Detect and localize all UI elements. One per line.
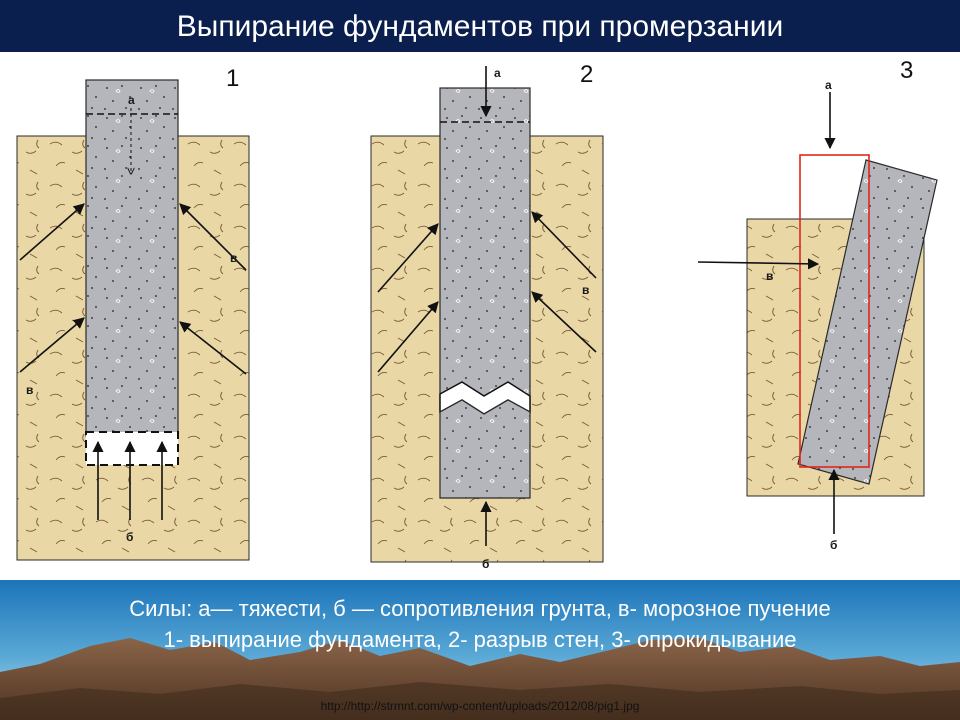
caption-line-1: Силы: а— тяжести, б — сопротивления грун… bbox=[129, 596, 831, 621]
arrow-v-left-top-2 bbox=[377, 223, 439, 293]
foundation-column-2-upper bbox=[439, 87, 531, 411]
label-a-1: а bbox=[128, 93, 135, 107]
panel-number-1: 1 bbox=[226, 65, 239, 92]
arrow-v-left-top-1 bbox=[19, 203, 85, 261]
panel-1: 1 а в в б bbox=[16, 65, 250, 561]
foundation-column-2-lower bbox=[439, 399, 531, 499]
arrow-v-right-bot-2 bbox=[531, 291, 597, 353]
label-a-2: а bbox=[494, 66, 501, 80]
label-v-right-2: в bbox=[582, 283, 589, 297]
title-bar: Выпирание фундаментов при промерзании bbox=[0, 0, 960, 52]
foundation-column-1 bbox=[85, 79, 179, 437]
foundation-diagram: 1 а в в б 2 а в б 3 а в б bbox=[16, 57, 938, 571]
landscape-background bbox=[0, 580, 960, 720]
label-v-right-1: в bbox=[230, 251, 237, 265]
caption-line-2: 1- выпирание фундамента, 2- разрыв стен,… bbox=[163, 627, 797, 652]
panel-2: 2 а в б bbox=[370, 61, 604, 571]
label-v-3: в bbox=[766, 269, 773, 283]
slide-title: Выпирание фундаментов при промерзании bbox=[176, 10, 784, 43]
arrow-v-right-bot-1 bbox=[179, 321, 247, 375]
label-b-2: б bbox=[482, 557, 489, 571]
label-a-3: а bbox=[825, 78, 832, 92]
source-url: http://http://strmnt.com/wp-content/uplo… bbox=[320, 699, 640, 713]
panel-number-2: 2 bbox=[580, 61, 593, 88]
bottom-banner: Силы: а— тяжести, б — сопротивления грун… bbox=[0, 580, 960, 720]
mountain-shadow bbox=[0, 682, 960, 720]
tilted-foundation-3 bbox=[797, 159, 938, 485]
gap-zone-1 bbox=[85, 431, 179, 466]
label-b-3: б bbox=[830, 538, 837, 552]
label-v-left-1: в bbox=[26, 383, 33, 397]
original-position-outline-3 bbox=[799, 154, 870, 468]
arrow-v-3 bbox=[697, 258, 820, 270]
arrow-v-right-top-1 bbox=[179, 203, 247, 271]
arrow-v-left-bot-2 bbox=[377, 301, 439, 373]
panel-number-3: 3 bbox=[900, 57, 913, 84]
arrow-v-left-bot-1 bbox=[19, 317, 85, 373]
arrow-v-right-top-2 bbox=[531, 211, 597, 279]
panel-3: 3 а в б bbox=[697, 57, 938, 552]
label-b-1: б bbox=[126, 530, 133, 544]
